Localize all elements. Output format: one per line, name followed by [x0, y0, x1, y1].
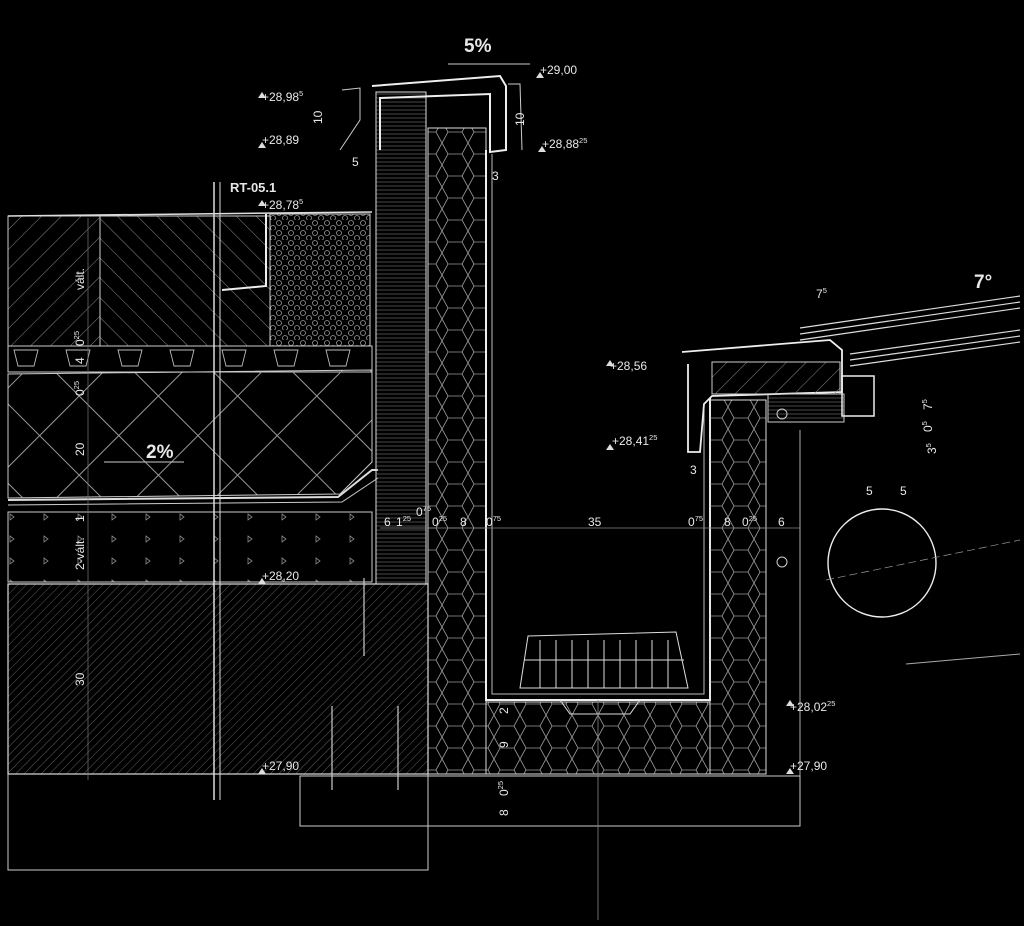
level-2889: +28,89: [262, 133, 299, 147]
level-2790-left: +27,90: [262, 759, 299, 773]
vdim-9: 9: [497, 741, 511, 748]
bolt-marker: [776, 408, 788, 420]
dim-10-right: 10: [513, 112, 527, 126]
dim-3-right: 3: [690, 463, 697, 477]
gutter-liner: [485, 150, 711, 701]
drainage-cups: [13, 349, 351, 367]
right-parapet-cap: [681, 339, 843, 453]
bolt-marker-2: [776, 556, 788, 568]
parapet-insulation-right: [709, 399, 767, 775]
dim-8-left: 8: [460, 515, 467, 529]
roof-panels: [799, 295, 1021, 367]
level-28882: +28,8825: [542, 136, 587, 151]
right-timber-block: [711, 361, 841, 395]
dim-5-a: 5: [866, 484, 873, 498]
vdim-0-25-a: 025: [72, 331, 87, 346]
dim-7-5-vert: 75: [920, 399, 935, 410]
dim-0-25-c: 025: [742, 514, 757, 529]
steel-bracket: [841, 375, 875, 417]
vdim-2-valt: 2-vált.: [73, 537, 87, 570]
dim-0-75-c: 075: [688, 514, 703, 529]
vdim-4: 4: [73, 357, 87, 364]
slab-footing-outline: [7, 774, 429, 871]
concrete-slab: [7, 583, 429, 775]
support-pipe: [827, 508, 937, 618]
parapet-cap-flashing: [371, 74, 507, 154]
level-2856: +28,56: [610, 359, 647, 373]
membrane-line: [7, 469, 378, 501]
anchor-bolts: [331, 578, 399, 790]
level-2802: +28,0225: [790, 699, 835, 714]
rt-bracket: [221, 214, 267, 291]
vdim-30: 30: [73, 672, 87, 686]
dim-35: 35: [588, 515, 602, 529]
parapet-insulation-left: [427, 127, 487, 775]
level-2790-right: +27,90: [790, 759, 827, 773]
level-2841: +28,4125: [612, 433, 657, 448]
section-tag: RT-05.1: [230, 180, 276, 195]
slope-label-right: 7°: [974, 272, 992, 293]
dim-0-75-b: 075: [486, 514, 501, 529]
dim-5-b: 5: [900, 484, 907, 498]
slope-label-left: 2%: [146, 442, 174, 463]
gutter-inner-line: [491, 154, 705, 695]
right-batten: [767, 393, 845, 423]
pipe-axis: [825, 539, 1021, 581]
dim-5: 5: [352, 155, 359, 169]
dim-6-right: 6: [778, 515, 785, 529]
vdim-1: 1: [73, 515, 87, 522]
roof-soil-layer-a: [7, 215, 101, 347]
dim-1-25: 125: [396, 514, 411, 529]
right-structure-line: [905, 653, 1021, 665]
screed-layer: [7, 511, 373, 583]
vdim-0-25-b: 025: [72, 381, 87, 396]
dim-0-5-vert: 05: [920, 421, 935, 432]
dim-7-5-top: 75: [816, 286, 827, 301]
level-2820: +28,20: [262, 569, 299, 583]
vdim-2: 2: [497, 707, 511, 714]
soil-top-line: [7, 211, 373, 217]
dim-6-left: 6: [384, 515, 391, 529]
vdim-valt: vált.: [73, 268, 87, 290]
level-2898: +28,985: [262, 89, 303, 104]
slope-label-top: 5%: [464, 36, 492, 57]
insulation-diamond-layer: [7, 369, 373, 499]
gutter-dimension-row: 6 125 075 025 8 075 35 075 8 025 6: [384, 504, 785, 529]
dim-0-25-a: 025: [432, 514, 447, 529]
dim-10-left: 10: [311, 110, 325, 124]
level-2878: +28,785: [262, 197, 303, 212]
gravel-strip: [269, 213, 371, 347]
dim-0-75-a: 075: [416, 504, 431, 519]
dim-8-right: 8: [724, 515, 731, 529]
vdim-8: 8: [497, 809, 511, 816]
parapet-drip-left: [339, 87, 361, 151]
dim-3-5-vert: 35: [924, 443, 939, 454]
parapet-drip-right: [508, 83, 523, 151]
membrane-line-2: [7, 477, 379, 506]
roof-outlet-grate: [519, 631, 689, 715]
parapet-tile-layer: [375, 91, 427, 585]
level-2900: +29,00: [540, 63, 577, 77]
dim-3-top: 3: [492, 169, 499, 183]
vdim-20: 20: [73, 442, 87, 456]
level-triangles: [258, 72, 794, 774]
roof-soil-layer-b: [99, 215, 271, 347]
vdim-0-25-c: 025: [496, 781, 511, 796]
footing-base: [299, 775, 801, 827]
